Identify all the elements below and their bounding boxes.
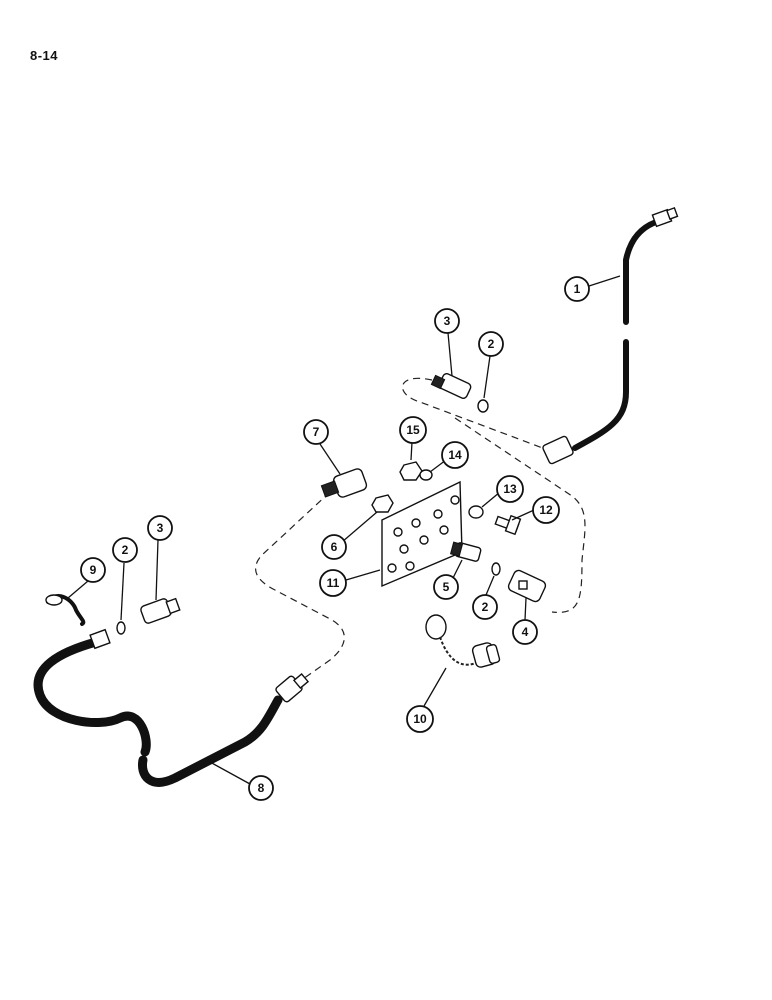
svg-text:2: 2: [488, 337, 495, 351]
nut-15: [399, 461, 423, 481]
bolt-12: [494, 514, 522, 536]
leader-3b: [155, 539, 159, 601]
callout-2-left: 2: [112, 537, 138, 563]
svg-text:15: 15: [406, 423, 420, 437]
callout-10: 10: [406, 705, 434, 733]
fitting-3-upper: [430, 373, 472, 399]
callout-12: 12: [532, 496, 560, 524]
coupler-4: [507, 569, 547, 603]
callout-7: 7: [303, 419, 329, 445]
mounting-plate-11: [381, 480, 463, 588]
callout-3-upper: 3: [434, 308, 460, 334]
svg-text:3: 3: [157, 521, 164, 535]
callout-13: 13: [496, 475, 524, 503]
leader-1: [588, 275, 621, 287]
leader-3a: [447, 332, 453, 377]
washer-13: [468, 505, 484, 519]
svg-text:10: 10: [413, 712, 427, 726]
washer-14: [419, 469, 433, 481]
nut-6: [371, 494, 394, 513]
svg-text:11: 11: [327, 576, 340, 590]
svg-text:13: 13: [503, 482, 517, 496]
callout-15: 15: [399, 416, 427, 444]
callout-9: 9: [80, 557, 106, 583]
svg-text:3: 3: [444, 314, 451, 328]
svg-text:7: 7: [313, 425, 320, 439]
callout-8: 8: [248, 775, 274, 801]
callout-4: 4: [512, 619, 538, 645]
svg-text:2: 2: [482, 600, 489, 614]
leader-9: [67, 580, 89, 599]
leader-10: [423, 667, 447, 707]
callout-11: 11: [319, 569, 347, 597]
svg-text:5: 5: [443, 580, 450, 594]
strap-9: [45, 594, 86, 626]
leader-13: [481, 491, 501, 508]
callout-5: 5: [433, 574, 459, 600]
leader-7: [319, 443, 341, 475]
callout-3-lower: 3: [147, 515, 173, 541]
fitting-3-lower: [140, 597, 181, 624]
leader-2a: [483, 355, 491, 399]
page-number: 8-14: [30, 48, 59, 63]
svg-text:2: 2: [122, 543, 129, 557]
svg-text:4: 4: [522, 625, 529, 639]
svg-text:6: 6: [331, 540, 338, 554]
leader-4: [524, 597, 527, 621]
elbow-fitting-7: [320, 468, 368, 498]
hose-assembly-1: [542, 206, 679, 465]
leader-2b: [120, 562, 125, 621]
svg-text:9: 9: [90, 563, 97, 577]
o-ring-2-upper: [477, 399, 489, 413]
o-ring-2-right: [491, 562, 501, 576]
svg-text:8: 8: [258, 781, 265, 795]
leader-12: [511, 509, 535, 521]
callout-2-upper: 2: [478, 331, 504, 357]
callout-14: 14: [441, 441, 469, 469]
svg-text:12: 12: [539, 503, 553, 517]
svg-text:14: 14: [448, 448, 462, 462]
leader-15: [410, 441, 413, 461]
hose-assembly-8: [33, 628, 310, 787]
o-ring-2-left: [116, 621, 126, 635]
svg-text:1: 1: [574, 282, 581, 296]
assembly-line-upper: [402, 377, 586, 613]
assembly-line-lower: [254, 491, 345, 689]
leader-6: [341, 511, 378, 543]
leader-2c: [485, 575, 495, 596]
callout-2-right: 2: [472, 594, 498, 620]
fitting-5: [449, 541, 482, 562]
leader-11: [345, 569, 381, 581]
callout-6: 6: [321, 534, 347, 560]
leader-8: [209, 761, 251, 785]
callout-1: 1: [564, 276, 590, 302]
dust-cap-10: [425, 614, 501, 668]
